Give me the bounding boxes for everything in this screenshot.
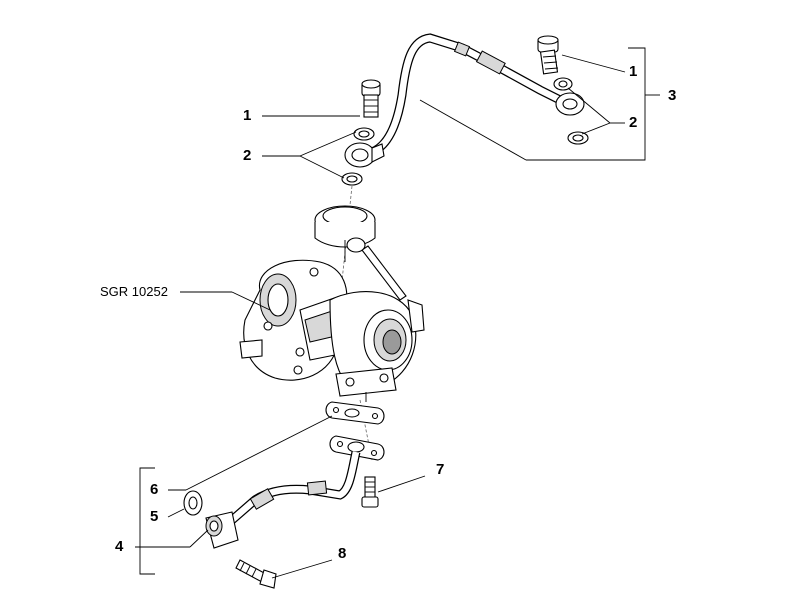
banjo-bolt-left [361,79,381,118]
washer-hole [346,175,358,183]
flange-bolt [361,476,379,508]
fitting-bolt [235,559,277,589]
banjo-fitting-left [344,142,385,168]
return-pipe-flange [329,435,385,461]
reference-label: SGR 10252 [100,284,168,299]
banjo-bolt-right [537,35,559,75]
banjo-fitting-right [555,92,585,116]
washer-hole [572,134,584,142]
return-pipe-sleeve [306,480,328,496]
return-pipe-end-fitting [205,511,239,549]
callout-2-left: 2 [243,147,251,164]
pipe-sleeve-small [453,41,471,57]
turbocharger [239,205,425,402]
callout-7: 7 [436,461,444,478]
callout-3: 3 [668,87,676,104]
pipe-sleeve [475,50,506,75]
oil-feed-pipe-upper [369,33,563,157]
return-pipe [229,451,361,524]
callout-1-right: 1 [629,63,637,80]
washer-hole [358,130,370,138]
leader-lines [135,47,660,579]
callout-4: 4 [115,538,124,555]
callout-1-left: 1 [243,107,251,124]
callout-8: 8 [338,545,346,562]
callout-6: 6 [150,481,158,498]
flange-gasket [325,401,385,425]
return-pipe-sleeve-left [249,488,275,510]
washer-hole [558,80,568,88]
washer-hole [188,496,198,510]
callout-2-right: 2 [629,114,637,131]
callout-5: 5 [150,508,158,525]
